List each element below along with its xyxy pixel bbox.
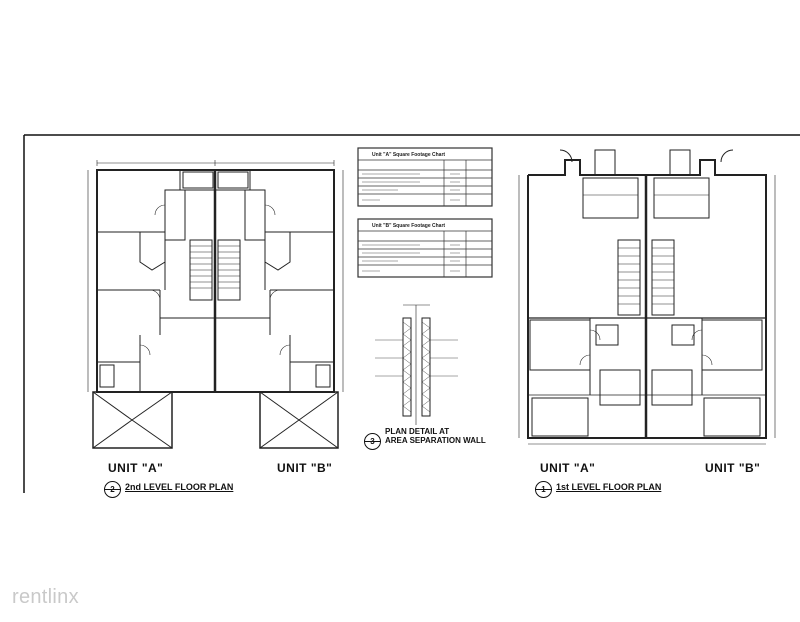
first-level-unit-b-label: UNIT "B" — [705, 461, 761, 475]
detail-number: 3 — [364, 433, 381, 450]
detail-title-line2: AREA SEPARATION WALL — [385, 436, 486, 445]
second-level-unit-b-label: UNIT "B" — [277, 461, 333, 475]
second-level-unit-a-label: UNIT "A" — [108, 461, 164, 475]
watermark-logo: rentlinx — [12, 586, 79, 608]
first-level-plan — [518, 149, 776, 445]
square-footage-chart-a — [357, 147, 493, 207]
second-level-plan-title: 2nd LEVEL FLOOR PLAN — [125, 482, 234, 492]
chart-a-title: Unit "A" Square Footage Chart — [372, 152, 446, 158]
first-level-unit-a-label: UNIT "A" — [540, 461, 596, 475]
second-level-plan — [87, 160, 344, 449]
sheet-border — [23, 134, 800, 493]
square-footage-chart-b — [357, 218, 493, 278]
first-level-plan-number: 1 — [535, 481, 552, 498]
chart-b-title: Unit "B" Square Footage Chart — [372, 223, 446, 229]
detail-title-line1: PLAN DETAIL AT — [385, 427, 450, 436]
separation-wall-detail — [375, 304, 458, 425]
second-level-plan-number: 2 — [104, 481, 121, 498]
first-level-plan-title: 1st LEVEL FLOOR PLAN — [556, 482, 662, 492]
